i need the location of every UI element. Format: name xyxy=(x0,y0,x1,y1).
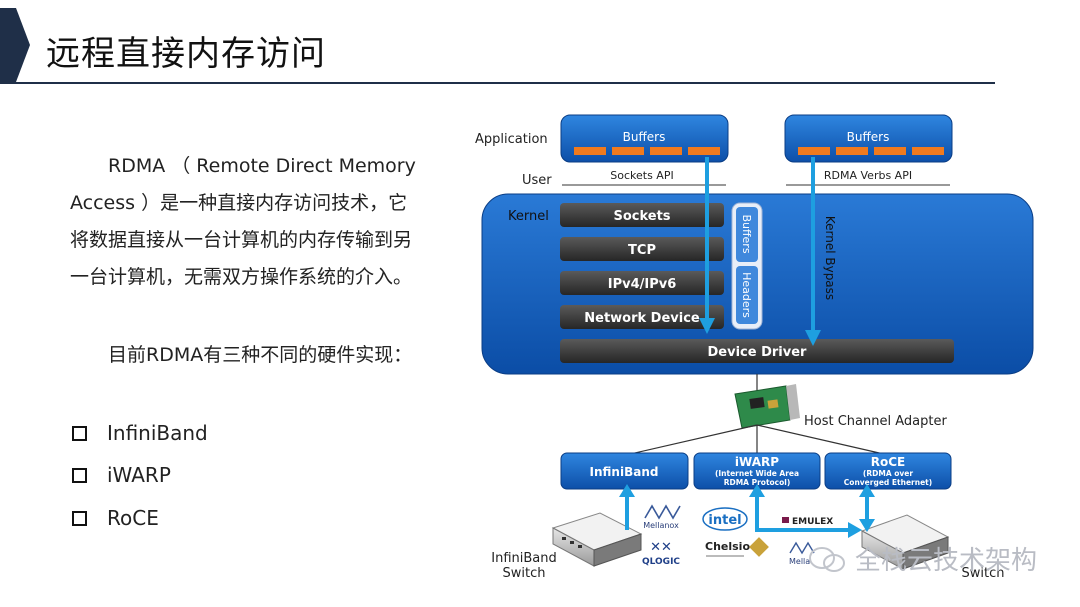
stack-label: Sockets xyxy=(613,209,670,224)
buffer-slot xyxy=(912,147,944,155)
user-label: User xyxy=(522,173,552,188)
svg-text:Mellanox: Mellanox xyxy=(643,521,679,530)
intro-paragraph: RDMA （ Remote Direct Memory Access ）是一种直… xyxy=(70,155,416,288)
buffer-slot xyxy=(874,147,906,155)
buffers-label: Buffers xyxy=(847,130,890,144)
mellanox-logo: Mellanox xyxy=(643,504,681,530)
buffer-slot xyxy=(688,147,720,155)
transport-subtitle: (RDMA over xyxy=(863,469,913,478)
side-buffers-label: Buffers xyxy=(740,214,753,253)
stack-bar-ip: IPv4/IPv6 xyxy=(560,271,724,295)
arrowhead-icon xyxy=(848,522,862,538)
arrowhead-icon xyxy=(859,484,875,497)
transport-box-infiniband: InfiniBand xyxy=(560,452,689,490)
transport-box-roce: RoCE (RDMA over Converged Ethernet) xyxy=(824,452,952,490)
bullet-item-iwarp: iWARP xyxy=(72,463,171,487)
kernel-bypass-label: Kernel Bypass xyxy=(823,216,837,300)
buffer-slot xyxy=(612,147,644,155)
buffer-slot xyxy=(650,147,682,155)
arrowhead-icon xyxy=(749,484,765,497)
transport-name: RoCE xyxy=(871,455,906,469)
buffers-box-right: Buffers xyxy=(784,114,953,163)
hardware-paragraph: 目前RDMA有三种不同的硬件实现： xyxy=(70,344,413,366)
infiniband-switch-icon xyxy=(551,512,643,567)
title-divider xyxy=(0,82,995,84)
square-bullet-icon xyxy=(72,467,87,483)
arrowhead-icon xyxy=(699,318,715,334)
arrowhead-icon xyxy=(859,519,875,532)
wechat-icon xyxy=(809,547,845,572)
intel-logo: intel xyxy=(702,507,748,531)
bullet-item-roce: RoCE xyxy=(72,506,159,530)
watermark-text: 全栈云技术架构 xyxy=(855,546,1038,576)
svg-text:QLOGIC: QLOGIC xyxy=(642,557,680,567)
svg-text:✕✕: ✕✕ xyxy=(650,540,672,555)
roce-switch-label: Switch xyxy=(962,566,1005,581)
iwarp-arrow xyxy=(755,495,850,532)
stack-bar-sockets: Sockets xyxy=(560,203,724,227)
stack-label: IPv4/IPv6 xyxy=(608,277,677,292)
emulex-logo: EMULEX xyxy=(782,517,833,527)
transport-box-iwarp: iWARP (Internet Wide Area RDMA Protocol) xyxy=(693,452,821,490)
title-accent-tab xyxy=(0,8,30,82)
device-driver-label: Device Driver xyxy=(708,345,808,360)
bullet-label: InfiniBand xyxy=(107,421,208,445)
bullet-item-infiniband: InfiniBand xyxy=(72,421,208,445)
square-bullet-icon xyxy=(72,510,87,526)
bullet-label: RoCE xyxy=(107,506,159,530)
qlogic-logo: ✕✕ QLOGIC xyxy=(642,540,680,567)
buffers-label: Buffers xyxy=(623,130,666,144)
hca-link-infiniband xyxy=(625,424,758,456)
rdma-verbs-api-label: RDMA Verbs API xyxy=(824,169,912,182)
transport-name: InfiniBand xyxy=(590,465,659,479)
side-headers-label: Headers xyxy=(740,272,753,318)
buffer-slot xyxy=(574,147,606,155)
infiniband-switch-label: InfiniBand xyxy=(491,551,557,566)
infiniband-switch-label: Switch xyxy=(503,566,546,581)
svg-text:EMULEX: EMULEX xyxy=(792,517,833,527)
svg-text:Chelsio: Chelsio xyxy=(705,540,750,553)
chelsio-logo: Chelsio xyxy=(705,537,769,557)
roce-switch-icon xyxy=(860,514,950,570)
transport-name: iWARP xyxy=(735,455,779,469)
hca-link-roce xyxy=(756,424,889,456)
sockets-api-label: Sockets API xyxy=(610,169,673,182)
hca-card-icon xyxy=(734,384,800,429)
buffers-headers-pill: Buffers Headers xyxy=(731,202,763,330)
rdma-architecture-diagram: Application User Buffers Buffers Sockets… xyxy=(475,114,1034,581)
transport-subtitle: RDMA Protocol) xyxy=(724,478,791,487)
application-label: Application xyxy=(475,132,548,147)
stack-label: TCP xyxy=(628,243,656,258)
stack-label: Network Device xyxy=(584,311,700,326)
transport-subtitle: (Internet Wide Area xyxy=(715,469,799,478)
arrowhead-icon xyxy=(619,484,635,497)
transport-subtitle: Converged Ethernet) xyxy=(844,478,932,487)
buffer-slot xyxy=(836,147,868,155)
device-driver-bar: Device Driver xyxy=(560,339,954,363)
kernel-label: Kernel xyxy=(508,209,549,224)
buffers-box-left: Buffers xyxy=(560,114,729,163)
svg-text:Mella: Mella xyxy=(789,557,810,566)
stack-bar-network-device: Network Device xyxy=(560,305,724,329)
page-title: 远程直接内存访问 xyxy=(46,34,326,74)
mellanox-logo-small: Mella xyxy=(789,541,815,566)
svg-text:intel: intel xyxy=(708,513,741,528)
hca-label: Host Channel Adapter xyxy=(804,414,947,429)
square-bullet-icon xyxy=(72,425,87,441)
bullet-label: iWARP xyxy=(107,463,171,487)
arrowhead-icon xyxy=(805,330,821,346)
buffer-slot xyxy=(798,147,830,155)
stack-bar-tcp: TCP xyxy=(560,237,724,261)
